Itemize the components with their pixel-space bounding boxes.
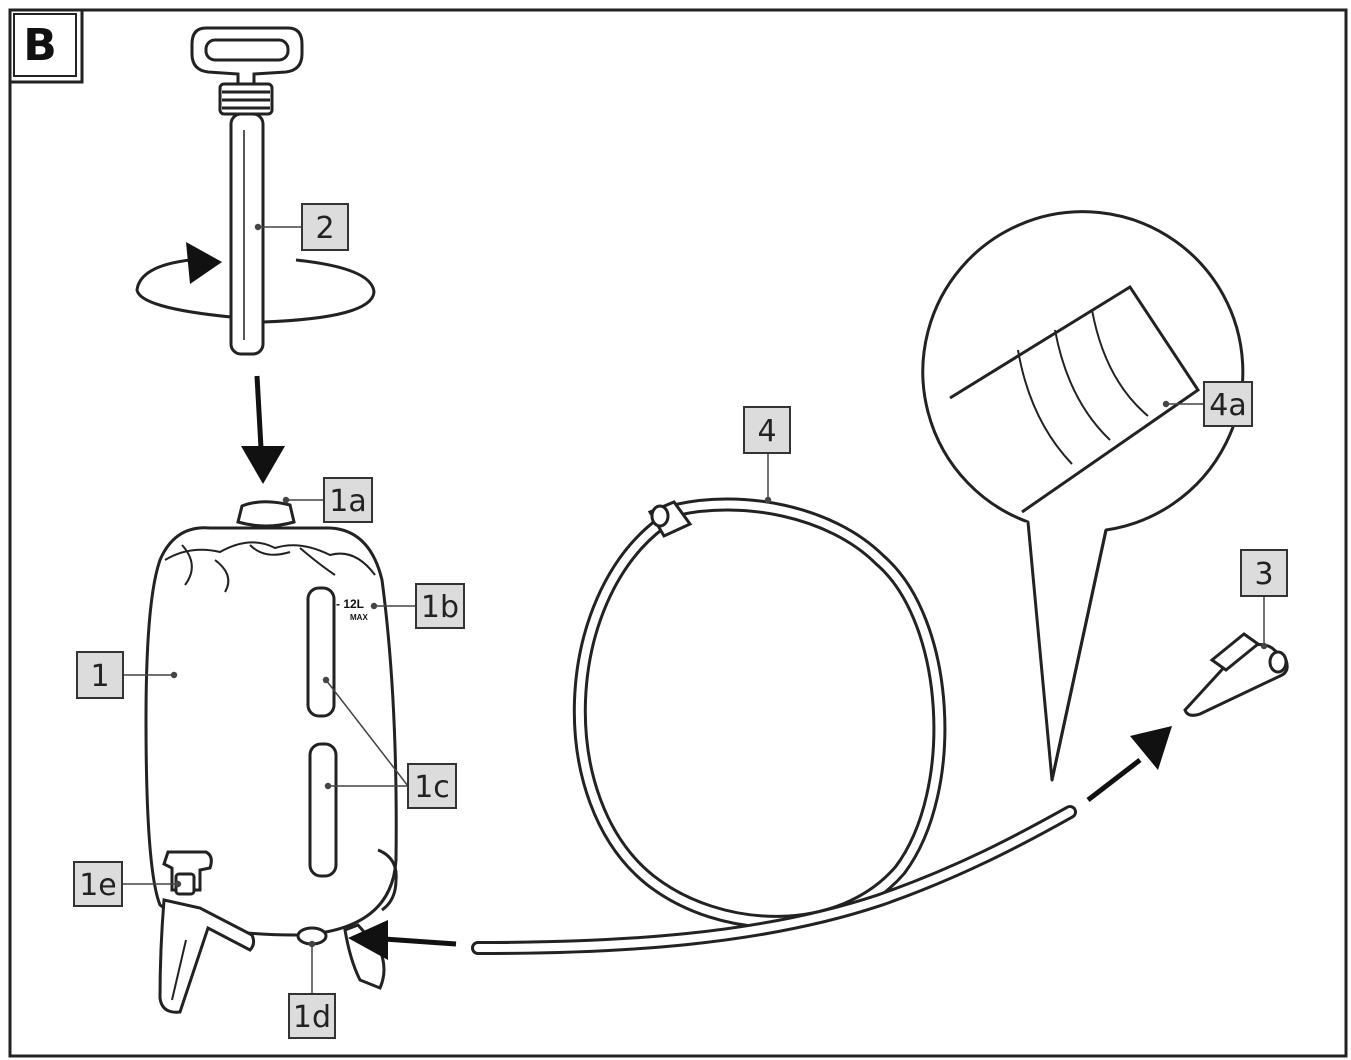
callout-2: 2	[301, 203, 349, 251]
callout-1e: 1e	[73, 861, 123, 907]
callout-1d-text: 1d	[293, 1000, 331, 1035]
panel-badge: B	[8, 8, 84, 84]
callout-1b: 1b	[415, 583, 465, 629]
leader-lines	[123, 223, 1268, 994]
attach-shower-arrow	[1086, 726, 1172, 802]
max-marking: MAX	[350, 613, 368, 622]
callout-1c-text: 1c	[414, 770, 450, 805]
pump-illustration	[190, 26, 304, 356]
callout-1b-text: 1b	[421, 590, 459, 625]
callout-1e-text: 1e	[79, 868, 117, 903]
callout-4-text: 4	[757, 414, 776, 449]
shower-head	[1183, 632, 1289, 717]
callout-1-text: 1	[90, 659, 109, 694]
callout-3: 3	[1240, 549, 1288, 597]
callout-1c: 1c	[407, 763, 457, 809]
callout-4a-text: 4a	[1209, 388, 1246, 423]
panel-letter: B	[23, 20, 57, 71]
rotation-arrow	[135, 242, 376, 324]
callout-1a: 1a	[323, 477, 373, 523]
capacity-marking: - 12L	[336, 597, 364, 611]
callout-4a: 4a	[1203, 381, 1253, 427]
callout-4: 4	[743, 406, 791, 454]
detail-magnifier	[921, 210, 1245, 782]
figure-frame	[8, 8, 1348, 1058]
water-tank	[144, 500, 398, 1014]
callout-3-text: 3	[1254, 557, 1273, 592]
connect-hose-arrow	[348, 920, 457, 960]
hose-connector	[647, 500, 693, 538]
callout-1: 1	[76, 651, 124, 699]
callout-1d: 1d	[288, 993, 336, 1039]
callout-2-text: 2	[315, 211, 334, 246]
hose	[471, 497, 1077, 955]
callout-1a-text: 1a	[329, 484, 366, 519]
tank-marking: - 12L MAX	[336, 597, 368, 622]
insert-pump-arrow	[241, 375, 285, 484]
